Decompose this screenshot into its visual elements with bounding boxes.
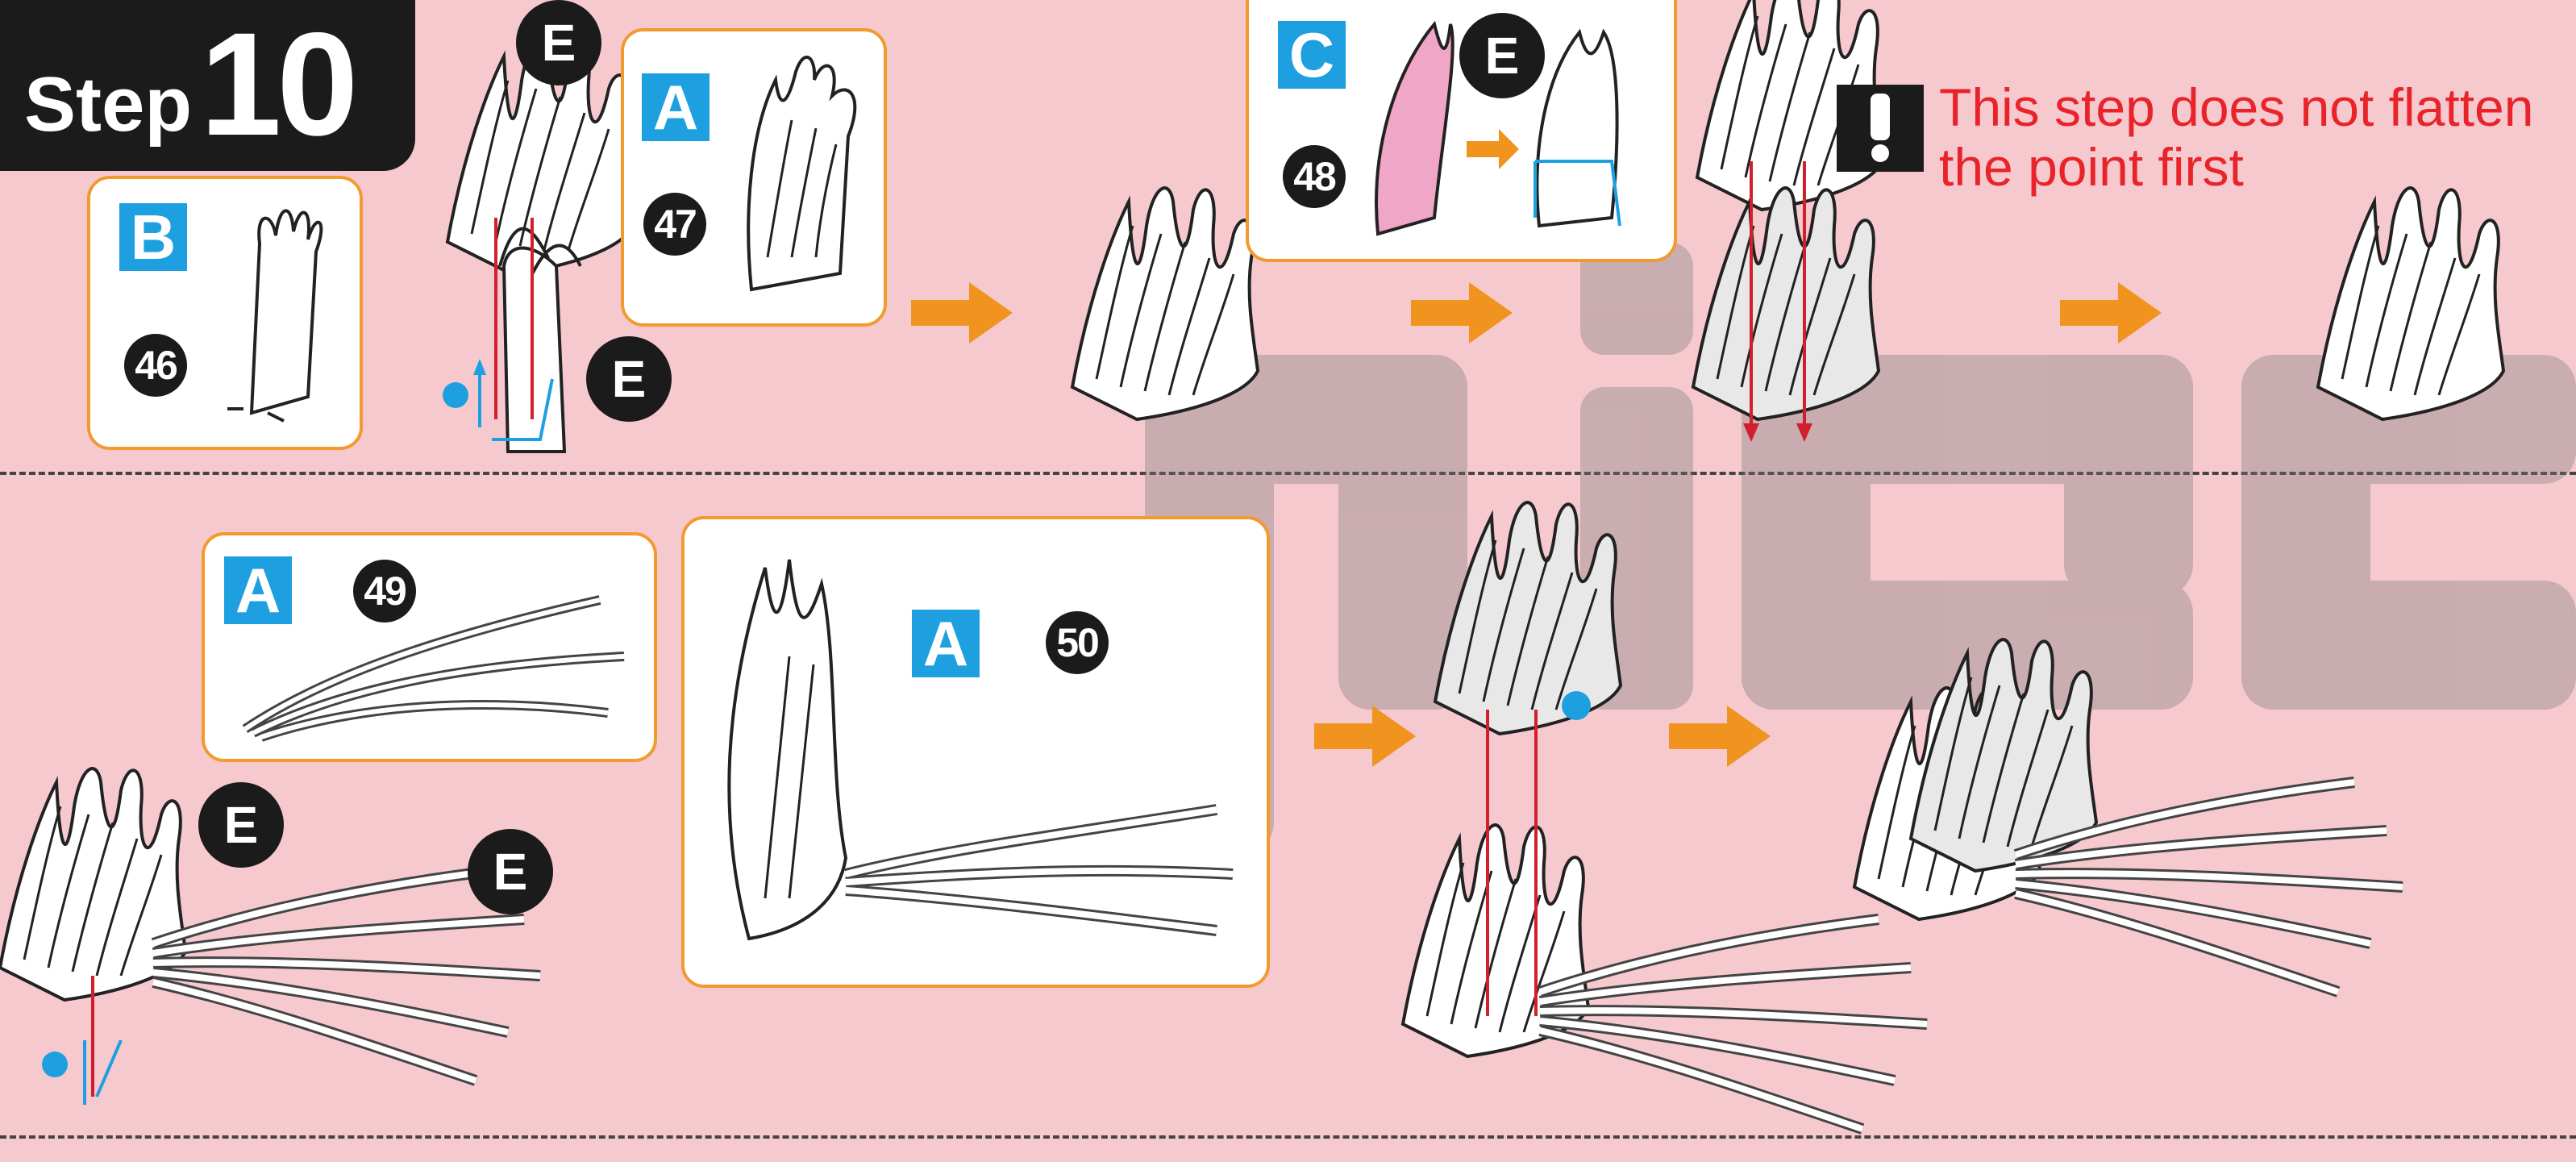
part-number-badge: 49	[353, 560, 416, 623]
e-marker: E	[198, 782, 284, 868]
part-number-badge: 46	[124, 334, 187, 397]
callout-part-b46: B 46	[87, 176, 363, 450]
e-marker: E	[586, 336, 672, 422]
step-badge: Step 10	[0, 0, 415, 171]
part-a49-drawing	[242, 595, 625, 742]
bottom-divider	[0, 1135, 2576, 1139]
part-a50-drawing	[727, 559, 1234, 941]
callout-part-a50: A 50	[681, 516, 1270, 988]
section-divider	[0, 472, 2576, 475]
e-marker: E	[1459, 13, 1545, 98]
warning-line-1: This step does not flatten	[1939, 77, 2534, 137]
part-number-badge: 48	[1283, 145, 1346, 208]
callout-part-a49: A 49	[202, 532, 657, 762]
part-number-badge: 47	[643, 193, 706, 256]
part-letter-badge: A	[642, 73, 710, 141]
warning-icon	[1837, 85, 1924, 172]
part-letter-badge: B	[119, 203, 187, 271]
part-letter-badge: A	[912, 610, 980, 677]
part-b46-drawing	[227, 209, 323, 423]
callout-part-c48: C 48	[1246, 0, 1677, 262]
e-marker: E	[468, 829, 553, 914]
part-letter-badge: C	[1278, 21, 1346, 89]
part-number-badge: 50	[1046, 611, 1109, 674]
part-a47-drawing	[747, 55, 857, 292]
part-letter-badge: A	[224, 556, 292, 624]
callout-part-a47: A 47	[621, 28, 887, 327]
part-c48-drawing	[1375, 20, 1621, 236]
step-word: Step	[24, 61, 193, 148]
warning-line-2: the point first	[1939, 137, 2244, 197]
e-marker: E	[516, 0, 601, 85]
warning-text: This step does not flatten the point fir…	[1939, 77, 2533, 197]
step-number: 10	[200, 2, 358, 167]
